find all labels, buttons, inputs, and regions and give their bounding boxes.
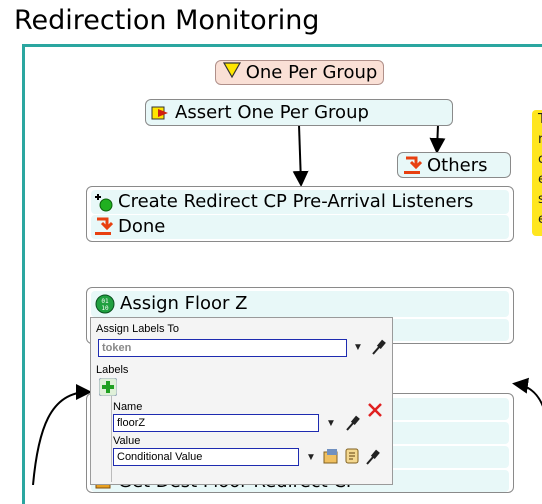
- triangle-down-icon: [222, 61, 242, 84]
- name-field[interactable]: floorZ: [113, 414, 319, 432]
- remove-label-button[interactable]: [367, 402, 383, 421]
- labels-label: Labels: [96, 364, 129, 376]
- edit-properties-icon[interactable]: [322, 447, 340, 468]
- add-label-button[interactable]: [98, 377, 118, 399]
- activity-label: Assign Floor Z: [120, 293, 248, 314]
- eyedropper-icon[interactable]: [344, 414, 360, 435]
- redirect-icon: [93, 217, 113, 237]
- eyedropper-icon[interactable]: [364, 448, 380, 469]
- create-listener-icon: [93, 192, 113, 212]
- dropdown-arrow-icon[interactable]: ▼: [306, 452, 316, 463]
- activity-others[interactable]: Others: [397, 152, 511, 178]
- activity-create-listeners[interactable]: Create Redirect CP Pre-Arrival Listeners: [91, 190, 509, 214]
- assign-labels-to-field[interactable]: token: [98, 339, 347, 357]
- process-flow-frame: [22, 44, 542, 504]
- activity-label: Done: [118, 216, 166, 237]
- script-icon[interactable]: [343, 447, 361, 468]
- activity-label: Others: [427, 155, 488, 176]
- dropdown-arrow-icon[interactable]: ▼: [353, 342, 363, 353]
- activity-label: Create Redirect CP Pre-Arrival Listeners: [118, 191, 474, 212]
- connector-loop-right: [512, 377, 542, 408]
- connector-assert-others: [429, 124, 446, 154]
- sticky-note[interactable]: T r c e s e: [532, 110, 542, 236]
- dropdown-arrow-icon[interactable]: ▼: [326, 418, 336, 429]
- note-line: s: [538, 192, 542, 207]
- value-label: Value: [113, 435, 141, 447]
- assign-labels-panel: Assign Labels To token ▼ Labels Name flo…: [90, 317, 393, 485]
- note-line: e: [538, 170, 542, 190]
- connector-assert-create: [292, 124, 309, 187]
- label-tree-line: [111, 396, 112, 482]
- name-label: Name: [113, 401, 143, 413]
- note-line: T: [538, 112, 542, 127]
- svg-text:01: 01: [101, 298, 109, 305]
- connector-loop-left: [32, 384, 92, 485]
- connectors: [32, 124, 542, 485]
- value-field[interactable]: Conditional Value: [113, 448, 299, 466]
- page-title: Redirection Monitoring: [14, 5, 320, 36]
- eyedropper-icon[interactable]: [370, 338, 386, 359]
- start-node-label: One Per Group: [245, 62, 378, 83]
- assert-arrow-icon: [150, 103, 170, 123]
- activity-assert-one-per-group[interactable]: Assert One Per Group: [145, 99, 453, 126]
- assign-labels-to-label: Assign Labels To: [96, 323, 179, 335]
- activity-done[interactable]: Done: [91, 215, 509, 239]
- note-line: r: [538, 132, 542, 147]
- svg-text:10: 10: [101, 305, 109, 312]
- note-line: c: [538, 152, 542, 167]
- note-line: e: [538, 210, 542, 230]
- redirect-icon: [402, 156, 422, 176]
- start-node-one-per-group[interactable]: One Per Group: [215, 60, 384, 85]
- activity-block-create-listeners[interactable]: Create Redirect CP Pre-Arrival Listeners…: [86, 186, 514, 242]
- activity-label: Assert One Per Group: [175, 102, 369, 123]
